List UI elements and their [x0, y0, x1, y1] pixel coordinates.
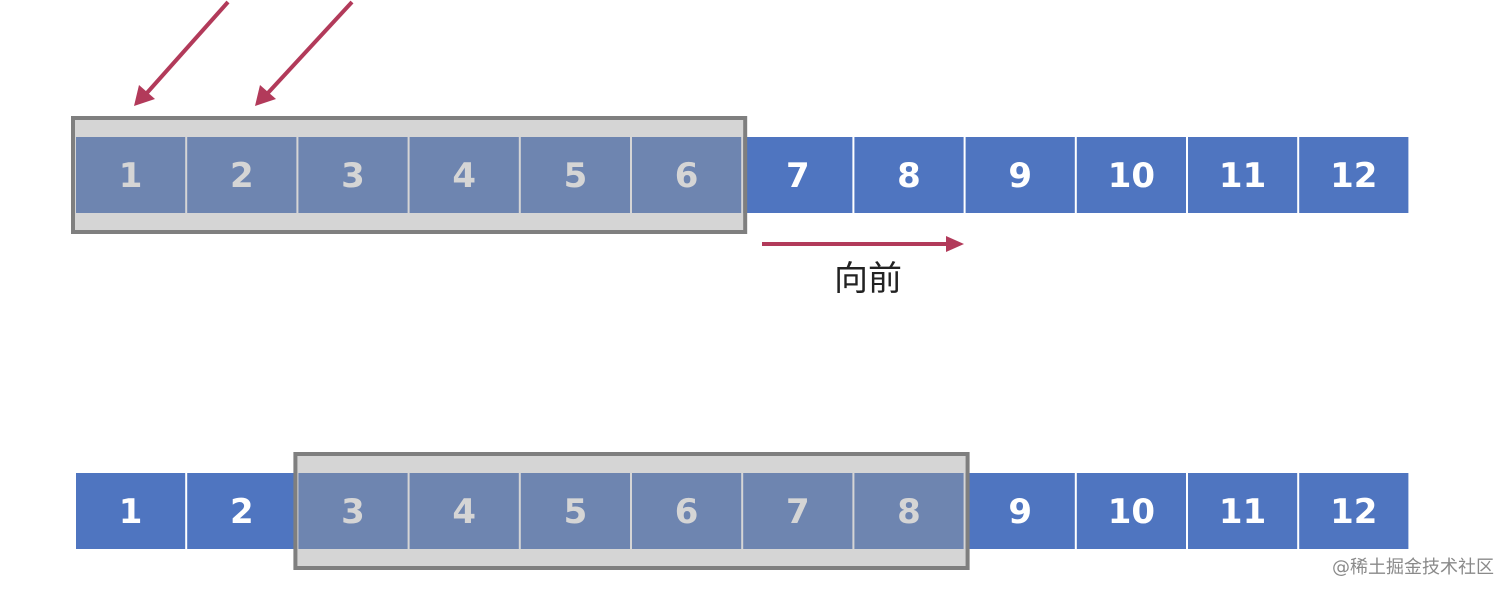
array-cell-label: 12: [1330, 156, 1377, 196]
array-cell-label: 10: [1108, 492, 1155, 532]
array-cell: [854, 137, 964, 213]
forward-arrow: [762, 236, 964, 252]
top-window-layer: [71, 116, 748, 234]
bottom-window-layer: [293, 452, 970, 570]
array-cell-label: 1: [119, 156, 143, 196]
window-frame: [71, 116, 748, 234]
watermark: @稀土掘金技术社区: [1332, 557, 1494, 578]
array-cell: [1076, 473, 1186, 549]
array-cell-label: 11: [1219, 156, 1266, 196]
array-cell: [743, 137, 853, 213]
array-cell-label: 1: [119, 492, 143, 532]
array-cell-label: 6: [675, 492, 699, 532]
array-cell: [854, 473, 964, 549]
array-cell-label: 5: [564, 492, 588, 532]
array-cell-label: 9: [1008, 156, 1032, 196]
array-cell-label: 3: [341, 156, 365, 196]
array-cell: [187, 473, 297, 549]
top-row: 123456789101112: [76, 137, 1409, 213]
array-cell: [76, 473, 186, 549]
array-cell: [743, 473, 853, 549]
array-cell-label: 11: [1219, 492, 1266, 532]
array-cell-label: 9: [1008, 492, 1032, 532]
array-cell-label: 2: [230, 156, 254, 196]
pointer-arrow-left: [134, 0, 230, 106]
array-cell-label: 6: [675, 156, 699, 196]
array-cell-label: 10: [1108, 156, 1155, 196]
array-cell: [1188, 137, 1298, 213]
array-cell-label: 4: [452, 492, 476, 532]
array-cell: [409, 137, 519, 213]
array-cell-label: 4: [452, 156, 476, 196]
array-cell: [520, 473, 630, 549]
array-cell-label: 2: [230, 492, 254, 532]
array-cell: [965, 473, 1075, 549]
array-cell: [298, 137, 408, 213]
array-cell-label: 5: [564, 156, 588, 196]
array-cell: [1188, 473, 1298, 549]
array-cell: [1076, 137, 1186, 213]
pointer-arrow-right: [255, 0, 354, 106]
array-cell: [632, 137, 742, 213]
bottom-row: 123456789101112: [76, 473, 1409, 549]
array-cell: [409, 473, 519, 549]
array-cell-label: 8: [897, 156, 921, 196]
array-cell: [632, 473, 742, 549]
array-cell: [965, 137, 1075, 213]
array-cell-label: 12: [1330, 492, 1377, 532]
array-cell: [520, 137, 630, 213]
array-cell: [1299, 137, 1409, 213]
array-cell-label: 7: [786, 156, 810, 196]
array-cell-label: 8: [897, 492, 921, 532]
array-cell-label: 3: [341, 492, 365, 532]
direction-label: 向前: [834, 259, 902, 299]
array-cell: [76, 137, 186, 213]
array-cell: [298, 473, 408, 549]
array-cell: [1299, 473, 1409, 549]
window-frame: [293, 452, 970, 570]
array-cell-label: 7: [786, 492, 810, 532]
array-cell: [187, 137, 297, 213]
